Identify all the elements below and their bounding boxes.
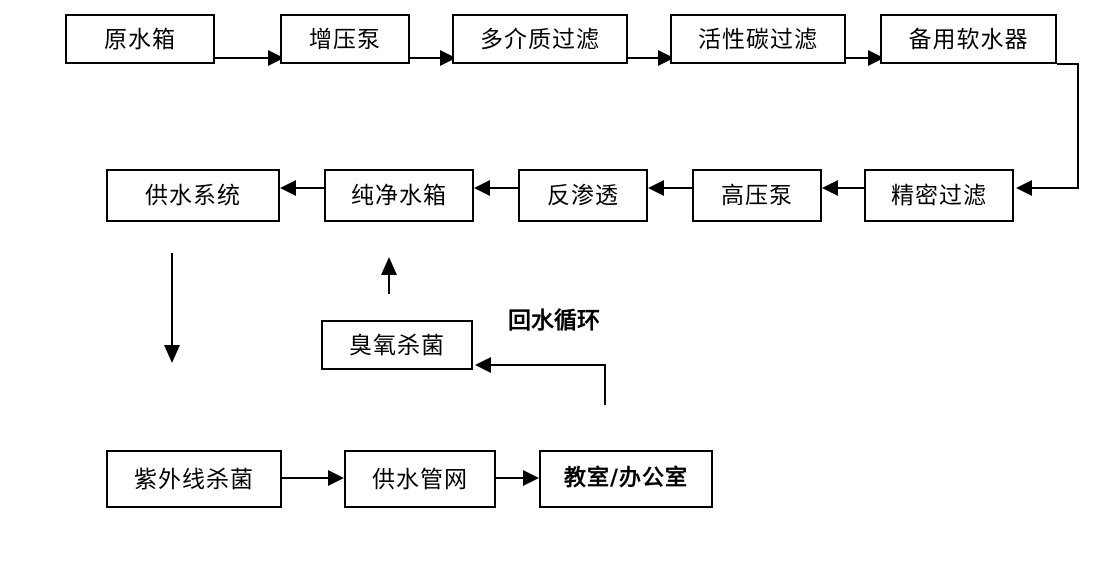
connector-multimedia-to-carbon <box>628 50 674 66</box>
node-high-pressure-pump[interactable]: 高压泵 <box>692 169 822 222</box>
node-supply-pipe-network[interactable]: 供水管网 <box>344 450 496 508</box>
connector-return-to-ozone <box>475 357 606 405</box>
connector-uv-to-pipe-network <box>282 470 344 486</box>
node-standby-softener[interactable]: 备用软水器 <box>880 14 1057 64</box>
node-raw-water-tank[interactable]: 原水箱 <box>65 14 215 64</box>
node-reverse-osmosis[interactable]: 反渗透 <box>518 169 648 222</box>
connector-ozone-to-pure-tank <box>381 257 397 294</box>
node-pure-water-tank[interactable]: 纯净水箱 <box>324 169 474 222</box>
node-uv-sterilizer[interactable]: 紫外线杀菌 <box>106 450 282 508</box>
node-multimedia-filter[interactable]: 多介质过滤 <box>452 14 628 64</box>
connector-pure-tank-to-supply <box>280 180 324 196</box>
node-booster-pump[interactable]: 增压泵 <box>280 14 410 64</box>
node-ozone-sterilizer[interactable]: 臭氧杀菌 <box>321 320 473 370</box>
connector-pipe-network-to-room <box>496 470 539 486</box>
node-water-supply-system[interactable]: 供水系统 <box>106 169 280 222</box>
connector-ro-to-pure-tank <box>474 180 518 196</box>
connector-booster-to-multimedia <box>410 50 456 66</box>
connector-supply-down <box>164 253 180 363</box>
connector-hp-pump-to-ro <box>648 180 692 196</box>
connector-raw-to-booster <box>215 50 284 66</box>
node-precision-filter[interactable]: 精密过滤 <box>864 169 1014 222</box>
node-activated-carbon-filter[interactable]: 活性碳过滤 <box>670 14 846 64</box>
node-classroom-office[interactable]: 教室/办公室 <box>539 450 713 508</box>
connector-precision-to-hp-pump <box>822 180 864 196</box>
connector-carbon-to-softener <box>846 50 884 66</box>
return-water-cycle-label: 回水循环 <box>508 308 600 334</box>
connector-softener-to-precision <box>1016 63 1079 196</box>
